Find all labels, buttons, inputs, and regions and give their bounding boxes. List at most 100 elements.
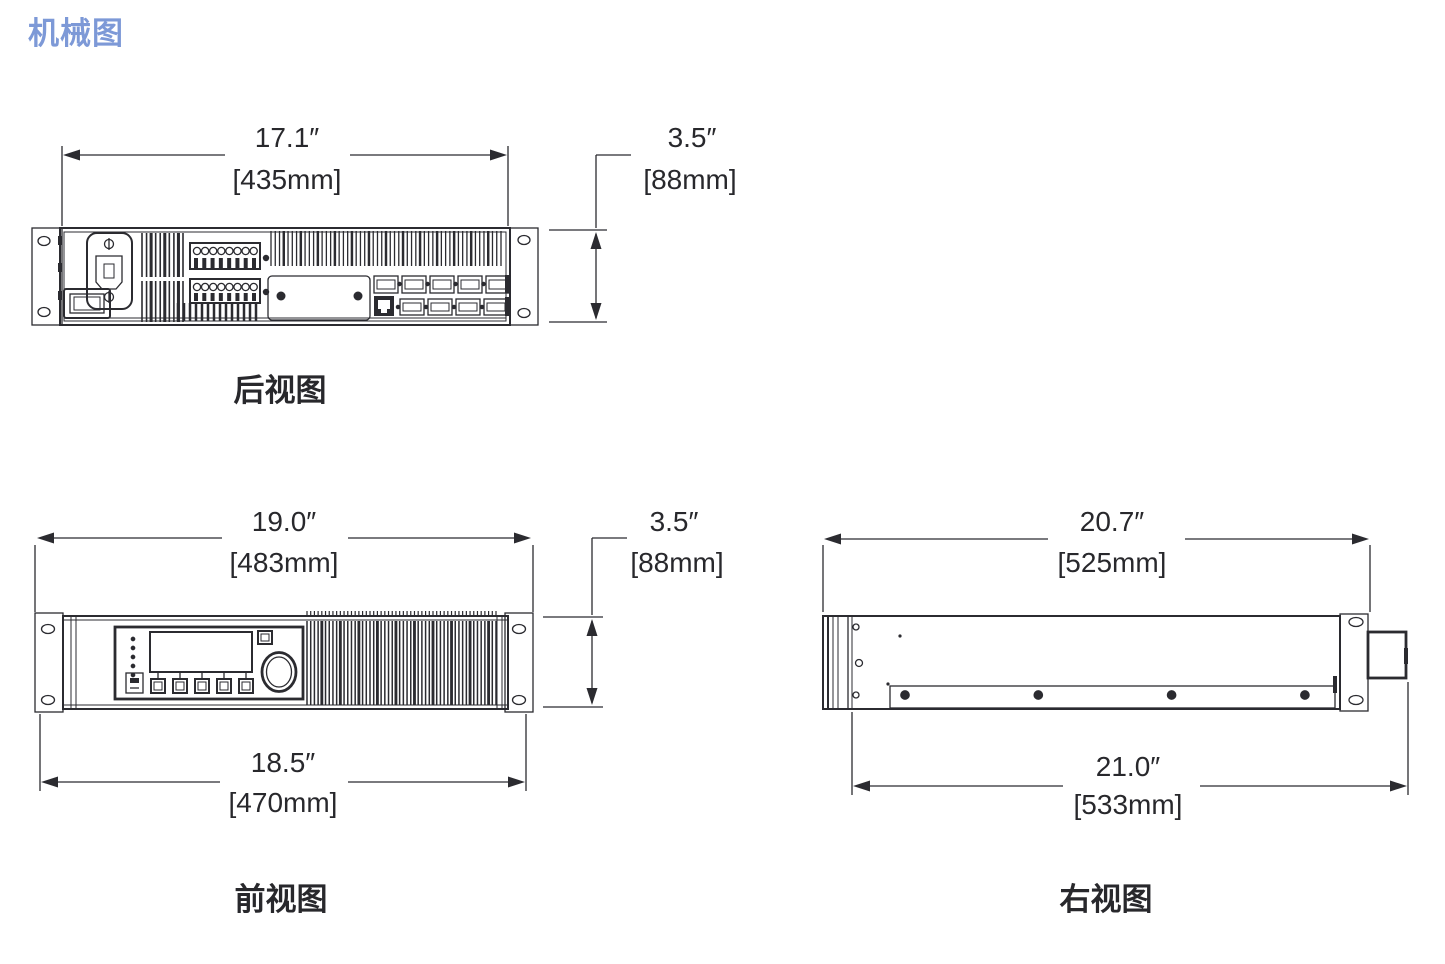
- lower-vent-slots: [176, 303, 258, 321]
- terminal-block-bottom: [189, 278, 261, 304]
- menu-button: [257, 630, 273, 645]
- rack-ear-right: [1339, 613, 1369, 712]
- right-view-label: 右视图: [1060, 882, 1153, 917]
- mounting-hole: [37, 235, 51, 247]
- arrowhead-right: [514, 532, 531, 544]
- connector: [399, 298, 425, 316]
- rack-ear-right: [509, 227, 539, 326]
- button: [194, 678, 210, 694]
- arrowhead-left: [37, 532, 54, 544]
- vent-slots-top: [141, 233, 184, 277]
- front-height-inches: 3.5″: [650, 506, 699, 537]
- knob-side-profile: [1366, 630, 1408, 680]
- rear-height-mm: [88mm]: [643, 164, 736, 195]
- connector: [429, 275, 455, 294]
- usb-port: [125, 672, 144, 694]
- right-chassis: [822, 613, 1408, 712]
- screw-hole: [852, 691, 860, 699]
- front-top-width-mm: [483mm]: [230, 547, 339, 578]
- button: [216, 678, 232, 694]
- front-control-panel: [113, 625, 305, 701]
- mounting-hole: [1348, 694, 1364, 706]
- connector: [427, 298, 453, 316]
- screw: [262, 254, 270, 262]
- arrowhead-right: [490, 149, 507, 161]
- rear-height-dimension: 3.5″ [88mm]: [549, 122, 737, 323]
- front-top-width-inches: 19.0″: [252, 506, 316, 537]
- front-bottom-width-inches: 18.5″: [251, 747, 315, 778]
- front-view-label: 前视图: [235, 882, 328, 917]
- terminal-block-top: [189, 242, 261, 270]
- right-top-depth-dimension: 20.7″ [525mm]: [822, 506, 1371, 612]
- front-panel: [62, 615, 509, 710]
- button: [150, 678, 166, 694]
- vent-grille: [270, 231, 502, 266]
- expansion-plate: [267, 275, 371, 321]
- screw: [353, 291, 363, 301]
- arrowhead-up: [590, 232, 602, 249]
- pin-hole: [898, 634, 902, 638]
- terminal-comb: [194, 293, 256, 301]
- connector: [455, 298, 481, 316]
- arrowhead-right: [508, 776, 525, 788]
- screw-hole: [854, 658, 864, 668]
- arrowhead-left: [824, 533, 841, 545]
- button: [172, 678, 188, 694]
- rear-view: 17.1″ [435mm] 3.5″ [88mm]: [31, 122, 737, 408]
- arrowhead-down: [590, 303, 602, 320]
- right-bottom-depth-inches: 21.0″: [1096, 751, 1160, 782]
- vent-slots-bottom: [141, 281, 184, 322]
- mounting-hole: [40, 694, 56, 706]
- mounting-hole: [517, 307, 531, 319]
- button: [238, 678, 254, 694]
- right-top-depth-inches: 20.7″: [1080, 506, 1144, 537]
- front-view: 19.0″ [483mm] 3.5″ [88mm]: [34, 506, 724, 917]
- mounting-hole: [511, 623, 527, 635]
- function-buttons: [150, 672, 254, 694]
- iec-socket: [95, 255, 123, 290]
- mounting-hole: [517, 234, 531, 246]
- output-connectors: [373, 275, 511, 316]
- front-bezel-edge: [827, 616, 864, 709]
- front-height-mm: [88mm]: [630, 547, 723, 578]
- connector-screws: [395, 304, 485, 310]
- rear-width-dimension: 17.1″ [435mm]: [61, 122, 509, 226]
- arrowhead-right: [1390, 780, 1407, 792]
- front-bottom-width-dimension: 18.5″ [470mm]: [39, 714, 527, 818]
- connector: [457, 275, 483, 294]
- connector-screws: [397, 281, 486, 287]
- front-vent-top-ticks: [306, 611, 497, 616]
- terminal-screws: [192, 282, 258, 292]
- mounting-hole: [40, 623, 56, 635]
- terminal-screws: [192, 246, 258, 256]
- front-height-dimension: 3.5″ [88mm]: [543, 506, 724, 708]
- arrowhead-up: [586, 619, 598, 636]
- mounting-hole: [1348, 616, 1364, 628]
- rotary-knob: [260, 651, 298, 693]
- connector: [483, 298, 509, 316]
- arrowhead-left: [63, 149, 80, 161]
- rear-height-inches: 3.5″: [668, 122, 717, 153]
- arrowhead-left: [853, 780, 870, 792]
- rack-ear-right: [504, 612, 534, 713]
- front-bottom-width-mm: [470mm]: [229, 787, 338, 818]
- mounting-hole: [511, 694, 527, 706]
- right-bottom-depth-dimension: 21.0″ [533mm]: [851, 682, 1409, 820]
- arrowhead-left: [41, 776, 58, 788]
- arrowhead-down: [586, 688, 598, 705]
- connector: [373, 275, 399, 294]
- page-title: 机械图: [28, 16, 124, 51]
- arrowhead-right: [1352, 533, 1369, 545]
- rack-ear-left: [31, 227, 63, 326]
- screw-hole: [852, 623, 860, 631]
- rack-ear-left: [34, 612, 64, 713]
- mounting-hole: [37, 306, 51, 318]
- rear-width-mm: [435mm]: [233, 164, 342, 195]
- latch-mark: [1333, 676, 1337, 693]
- front-vent-grille: [306, 621, 497, 705]
- lcd-display: [149, 631, 253, 673]
- ac-power-inlet: [86, 232, 133, 310]
- terminal-comb: [194, 258, 256, 268]
